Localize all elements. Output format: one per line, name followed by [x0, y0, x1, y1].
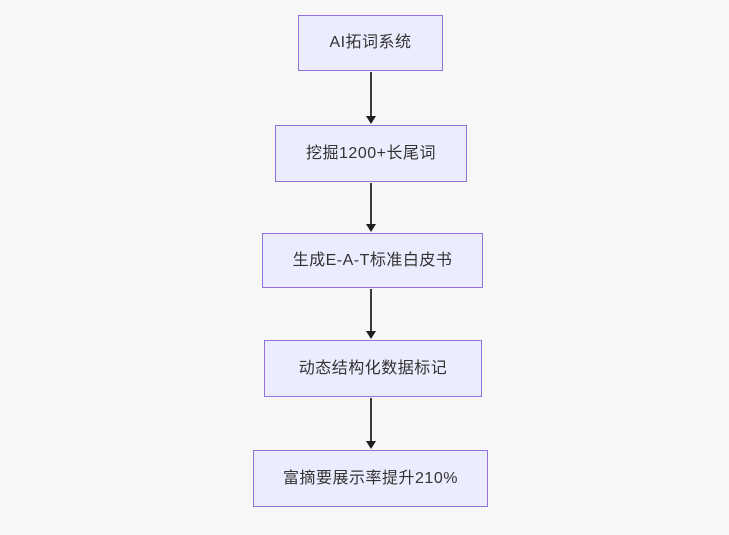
arrow-head-icon	[366, 441, 376, 449]
arrow-head-icon	[366, 224, 376, 232]
flow-node-label: 动态结构化数据标记	[298, 359, 448, 377]
flow-node-ai-word-expansion: AI拓词系统	[298, 15, 443, 71]
arrow-line	[370, 183, 372, 224]
flow-arrow-1	[364, 72, 378, 124]
flow-arrow-3	[364, 289, 378, 339]
flow-node-rich-snippet-uplift: 富摘要展示率提升210%	[253, 450, 488, 507]
flow-node-eat-whitepaper: 生成E-A-T标准白皮书	[262, 233, 483, 288]
flow-node-label: AI拓词系统	[329, 34, 412, 51]
flow-node-label: 生成E-A-T标准白皮书	[292, 251, 453, 269]
flow-node-structured-data-markup: 动态结构化数据标记	[264, 340, 482, 397]
flow-node-label: 富摘要展示率提升210%	[283, 469, 458, 487]
flow-node-longtail-mining: 挖掘1200+长尾词	[275, 125, 467, 182]
arrow-line	[370, 72, 372, 116]
flow-arrow-4	[364, 398, 378, 449]
arrow-line	[370, 398, 372, 441]
arrow-head-icon	[366, 331, 376, 339]
flow-node-label: 挖掘1200+长尾词	[306, 144, 436, 162]
flow-arrow-2	[364, 183, 378, 232]
arrow-line	[370, 289, 372, 331]
arrow-head-icon	[366, 116, 376, 124]
